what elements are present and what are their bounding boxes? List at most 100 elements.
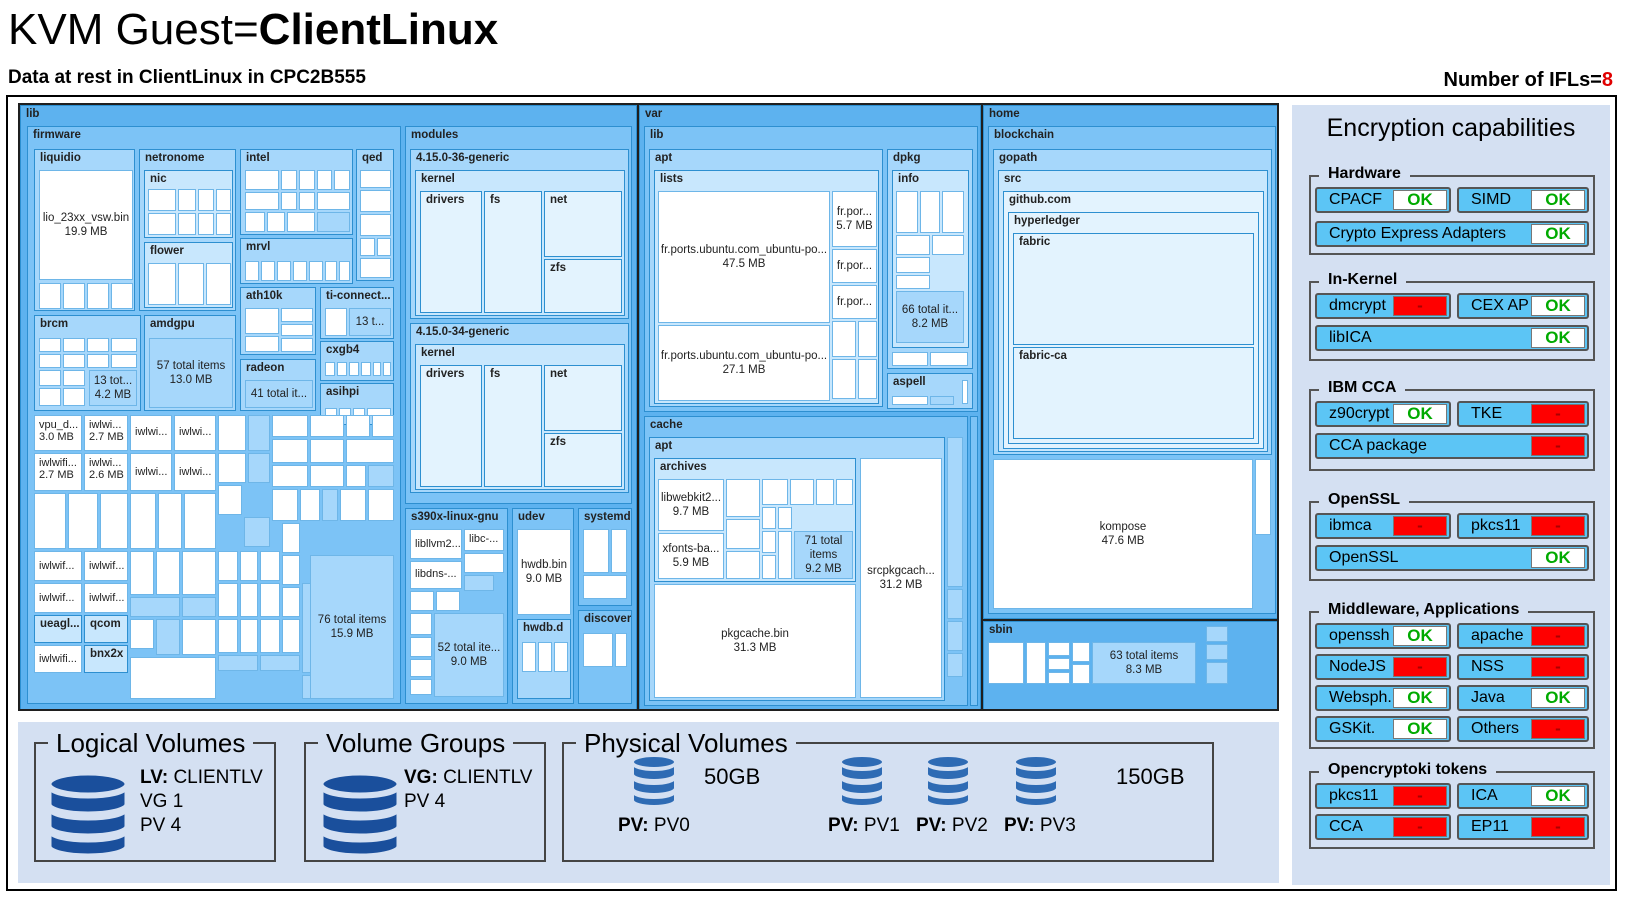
treemap-file[interactable] xyxy=(726,479,760,517)
treemap-node[interactable]: zfs xyxy=(544,433,622,487)
treemap-file[interactable] xyxy=(538,642,552,672)
treemap-file[interactable]: 41 total it... xyxy=(245,380,313,408)
treemap-file[interactable] xyxy=(260,583,280,617)
treemap-file[interactable] xyxy=(39,388,61,406)
treemap-node[interactable]: nic xyxy=(144,170,233,238)
treemap-file[interactable]: xfonts-ba...5.9 MB xyxy=(658,533,724,579)
treemap-file[interactable] xyxy=(39,370,61,386)
treemap-file[interactable] xyxy=(325,261,337,281)
treemap-file[interactable] xyxy=(300,489,320,521)
treemap-file[interactable]: fr.ports.ubuntu.com_ubuntu-po...47.5 MB xyxy=(658,191,830,323)
treemap-file[interactable] xyxy=(130,597,180,617)
treemap-file[interactable] xyxy=(178,189,196,211)
cap-apache[interactable]: apache- xyxy=(1457,623,1589,649)
treemap-file[interactable] xyxy=(896,275,930,289)
treemap-file[interactable]: libwebkit2...9.7 MB xyxy=(658,479,724,531)
treemap-file[interactable] xyxy=(130,551,154,595)
treemap-node[interactable]: kernel drivers fs net zfs xyxy=(415,170,625,316)
treemap-node[interactable]: systemd xyxy=(578,508,632,606)
cap-ibmca[interactable]: ibmca- xyxy=(1315,513,1451,539)
treemap-file[interactable] xyxy=(39,283,61,309)
treemap-file[interactable] xyxy=(816,479,834,505)
treemap-file[interactable] xyxy=(130,657,216,699)
treemap-file[interactable] xyxy=(182,619,216,655)
treemap-file[interactable] xyxy=(340,489,366,521)
treemap-node[interactable]: blockchain gopath src github.com hyperle… xyxy=(988,126,1276,614)
treemap-node[interactable]: net xyxy=(544,191,622,257)
treemap-file[interactable] xyxy=(1072,642,1090,662)
treemap-file[interactable] xyxy=(464,575,494,591)
treemap-node[interactable]: flower xyxy=(144,242,233,308)
treemap-file[interactable] xyxy=(920,191,940,233)
treemap-file[interactable] xyxy=(260,619,280,653)
treemap-file[interactable] xyxy=(892,396,928,405)
treemap-file[interactable] xyxy=(245,308,279,334)
treemap-file[interactable]: iwlwi...2.6 MB xyxy=(84,453,128,491)
treemap-file[interactable] xyxy=(1206,626,1228,642)
treemap-file[interactable] xyxy=(947,589,963,619)
treemap-file[interactable] xyxy=(216,213,231,235)
treemap-file[interactable] xyxy=(334,170,350,190)
treemap-node[interactable]: ath10k xyxy=(240,287,316,355)
treemap-file[interactable]: iwlwi... xyxy=(130,453,172,491)
treemap-node[interactable]: hyperledger fabric fabric-ca xyxy=(1008,212,1259,444)
treemap-file[interactable] xyxy=(87,354,109,368)
treemap-file[interactable] xyxy=(858,359,877,399)
treemap-file[interactable]: libdns-... xyxy=(410,561,462,589)
treemap-file[interactable] xyxy=(281,308,313,322)
treemap-node[interactable]: ueagl... xyxy=(34,615,82,643)
treemap-file[interactable] xyxy=(240,619,258,653)
treemap-file[interactable]: 66 total it...8.2 MB xyxy=(896,291,964,343)
cap-cca-package[interactable]: CCA package- xyxy=(1315,433,1589,459)
treemap-file[interactable] xyxy=(63,370,85,386)
treemap-file[interactable] xyxy=(272,415,308,437)
treemap-file[interactable] xyxy=(361,362,371,376)
treemap-file[interactable]: iwlwi... xyxy=(174,415,216,451)
treemap-file[interactable] xyxy=(248,453,270,483)
treemap-file[interactable] xyxy=(896,235,930,255)
treemap-file[interactable] xyxy=(360,258,391,278)
treemap-file[interactable] xyxy=(322,489,338,521)
treemap-file[interactable]: 13 t... xyxy=(349,308,391,336)
treemap-file[interactable] xyxy=(39,338,61,352)
treemap-file[interactable] xyxy=(148,263,176,305)
treemap-file[interactable] xyxy=(1072,664,1090,684)
treemap-file[interactable] xyxy=(39,354,61,368)
treemap-node[interactable]: cache apt archives libwebkit2...9.7 MB x… xyxy=(644,416,968,706)
treemap-file[interactable] xyxy=(339,408,351,416)
treemap-node[interactable]: fs xyxy=(484,191,542,313)
treemap-file[interactable] xyxy=(832,359,856,399)
treemap-file[interactable] xyxy=(293,261,307,281)
treemap-node[interactable]: home blockchain gopath src github.com hy… xyxy=(983,105,1277,619)
treemap-file[interactable]: srcpkgcach...31.2 MB xyxy=(860,458,942,698)
treemap-file[interactable] xyxy=(372,415,394,437)
treemap-file[interactable] xyxy=(1206,644,1228,660)
cap-cca[interactable]: CCA- xyxy=(1315,814,1451,840)
treemap-file[interactable] xyxy=(383,362,391,376)
treemap-file[interactable] xyxy=(218,619,238,653)
treemap-node[interactable]: ti-connect... 13 t... xyxy=(320,287,394,339)
treemap-node[interactable] xyxy=(970,416,978,706)
treemap-file[interactable] xyxy=(368,465,394,487)
treemap-file[interactable] xyxy=(218,485,242,515)
treemap-file[interactable] xyxy=(281,324,313,336)
treemap-file[interactable] xyxy=(1255,459,1271,535)
treemap-file[interactable]: 13 tot...4.2 MB xyxy=(89,370,137,406)
treemap-file[interactable] xyxy=(554,642,568,672)
treemap-file[interactable] xyxy=(611,529,627,573)
treemap-file[interactable] xyxy=(346,465,366,487)
treemap-file[interactable] xyxy=(522,642,536,672)
treemap-file[interactable] xyxy=(1026,642,1046,684)
treemap-file[interactable] xyxy=(583,633,613,667)
treemap-file[interactable] xyxy=(281,170,297,190)
